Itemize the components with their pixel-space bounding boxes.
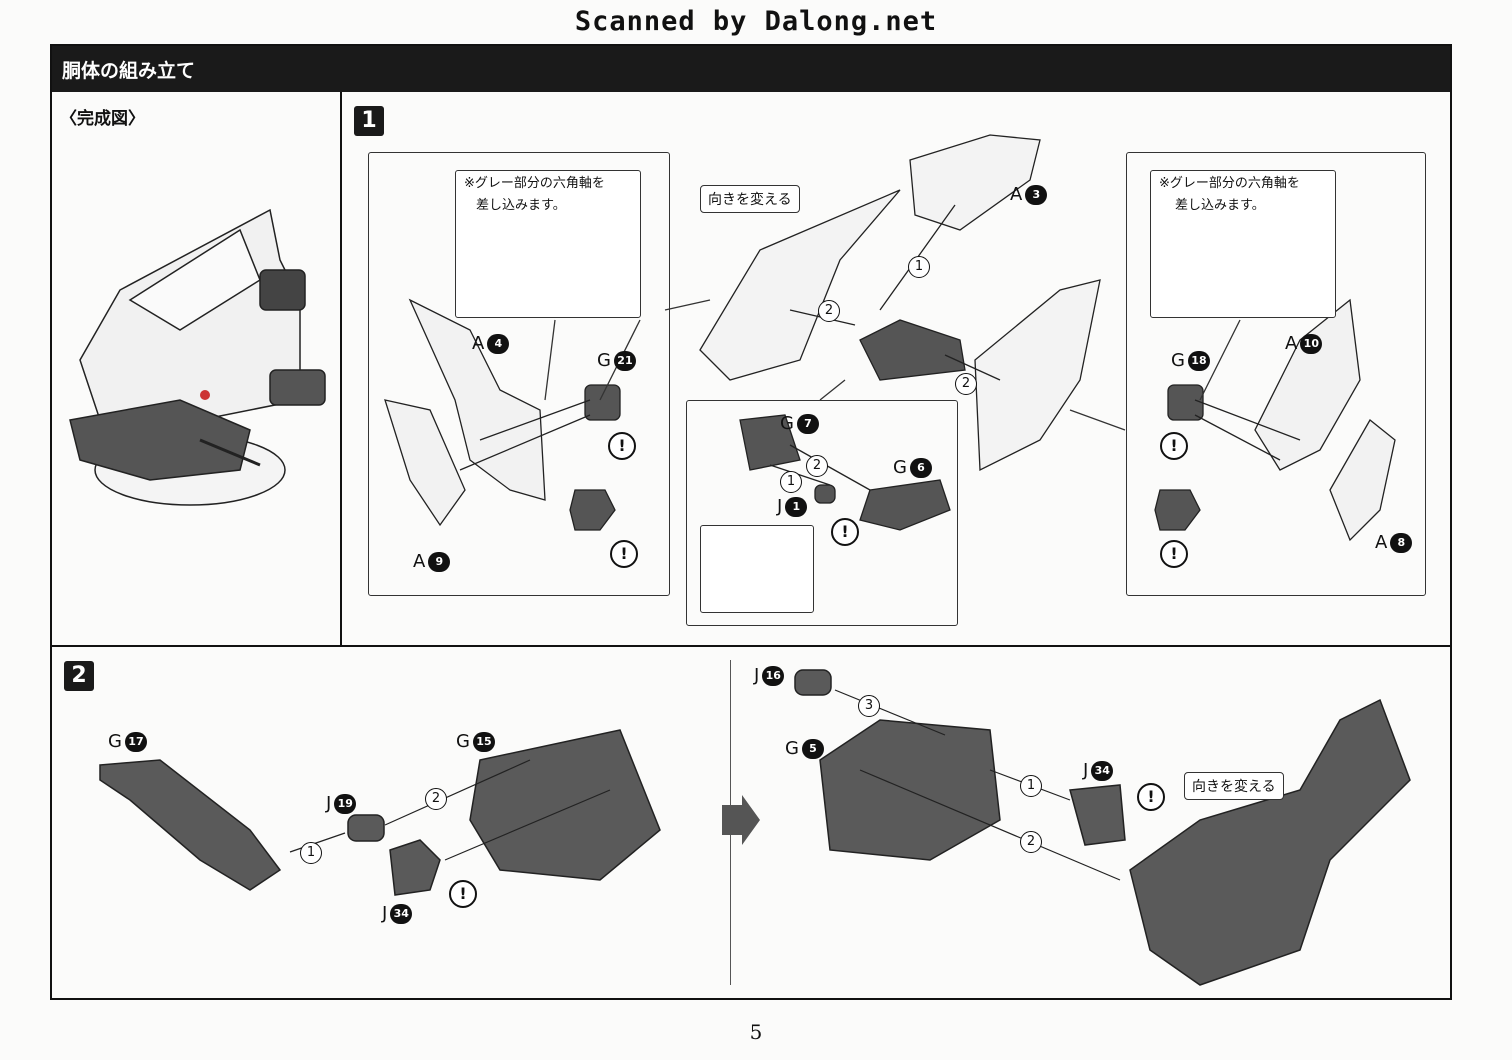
order-mark: 3 bbox=[858, 695, 880, 717]
orientation-change-label: 向きを変える bbox=[1184, 772, 1284, 800]
step2-badge: 2 bbox=[64, 661, 94, 691]
scan-credit: Scanned by Dalong.net bbox=[574, 6, 938, 37]
caution-icon: ! bbox=[608, 432, 636, 460]
order-mark: 1 bbox=[1020, 775, 1042, 797]
order-mark: 2 bbox=[1020, 831, 1042, 853]
note-line-1: ※グレー部分の六角軸を bbox=[464, 176, 605, 191]
completed-assembly-illustration bbox=[69, 208, 326, 506]
order-mark: 1 bbox=[780, 471, 802, 493]
note-line-1: ※グレー部分の六角軸を bbox=[1159, 176, 1300, 191]
divider-completed-step1 bbox=[340, 92, 342, 647]
divider-row bbox=[52, 645, 1450, 647]
step2-sequence-arrow bbox=[722, 795, 760, 845]
step1-center-callout bbox=[686, 400, 958, 626]
note-line-2: 差し込みます。 bbox=[1175, 198, 1265, 213]
order-mark: 1 bbox=[300, 842, 322, 864]
caution-icon: ! bbox=[831, 518, 859, 546]
caution-icon: ! bbox=[1160, 540, 1188, 568]
step1-center-detail-box bbox=[700, 525, 814, 613]
caution-icon: ! bbox=[610, 540, 638, 568]
caution-icon: ! bbox=[1137, 783, 1165, 811]
step1-badge: 1 bbox=[354, 106, 384, 136]
step1-left-callout bbox=[368, 152, 670, 596]
order-mark: 2 bbox=[425, 788, 447, 810]
page-number: 5 bbox=[749, 1020, 763, 1044]
order-mark: 2 bbox=[955, 373, 977, 395]
step1-center-parts-illustration bbox=[699, 134, 1101, 601]
step1-left-note-box: ※グレー部分の六角軸を 差し込みます。 bbox=[455, 170, 641, 318]
step1-right-callout bbox=[1126, 152, 1426, 596]
step2-right-parts-illustration bbox=[794, 669, 1411, 986]
completed-view-label: 〈完成図〉 bbox=[60, 109, 145, 129]
section-header-bar bbox=[52, 46, 1450, 92]
section-title: 胴体の組み立て bbox=[62, 60, 196, 82]
caution-icon: ! bbox=[449, 880, 477, 908]
step1-right-note-box: ※グレー部分の六角軸を 差し込みます。 bbox=[1150, 170, 1336, 318]
order-mark: 2 bbox=[818, 300, 840, 322]
order-mark: 1 bbox=[908, 256, 930, 278]
step2-left-parts-illustration bbox=[99, 729, 661, 896]
note-line-2: 差し込みます。 bbox=[476, 198, 566, 213]
caution-icon: ! bbox=[1160, 432, 1188, 460]
instruction-frame bbox=[50, 44, 1452, 1000]
orientation-change-label: 向きを変える bbox=[700, 185, 800, 213]
order-mark: 2 bbox=[806, 455, 828, 477]
